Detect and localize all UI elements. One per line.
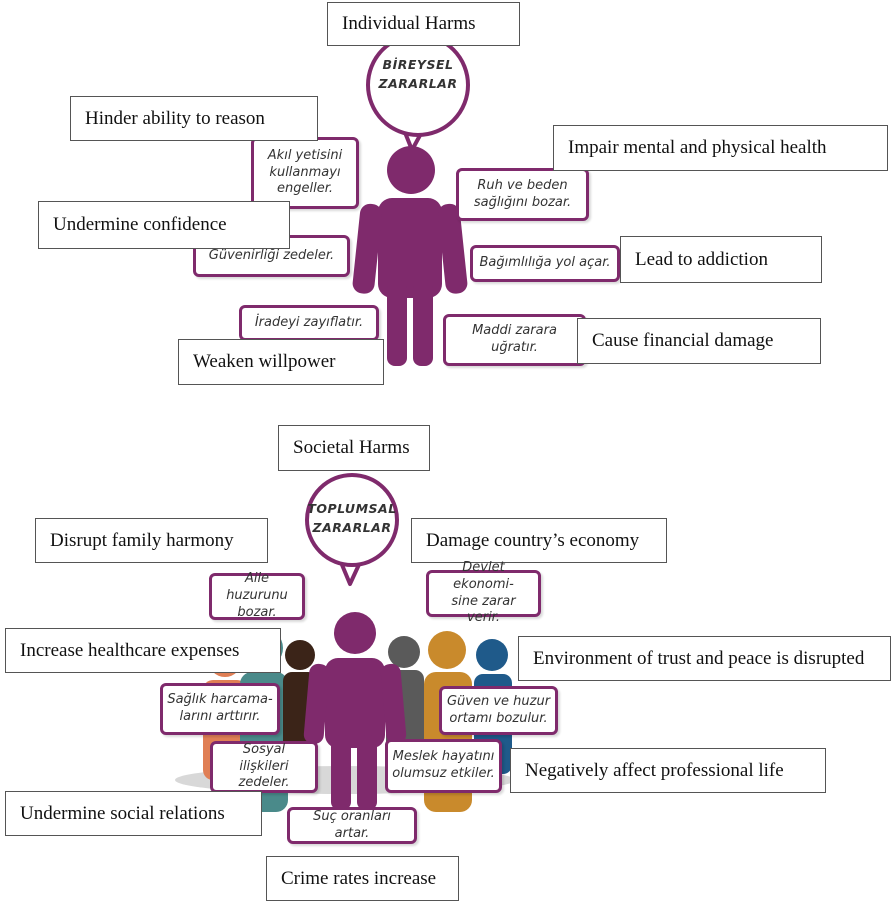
tr-addiction-box: Bağımlılığa yol açar.	[470, 245, 620, 282]
tr-line: İradeyi zayıflatır.	[254, 314, 364, 330]
en-social-label: Undermine social relations	[5, 791, 262, 836]
tr-trust-box: Güven ve huzur ortamı bozulur.	[439, 686, 558, 735]
tr-social-box: Sosyal ilişkileri zedeler.	[210, 741, 318, 793]
tr-financial-box: Maddi zarara uğratır.	[443, 314, 586, 366]
societal-bubble-text: TOPLUMSAL ZARARLAR	[302, 500, 402, 538]
en-addiction-label: Lead to addiction	[620, 236, 822, 283]
tr-family-box: Aile huzurunu bozar.	[209, 571, 305, 620]
tr-line: uğratır.	[491, 340, 538, 355]
societal-title: Societal Harms	[278, 425, 430, 471]
tr-reason-box: Akıl yetisini kullanmayı engeller.	[251, 137, 359, 209]
tr-crime-box: Suç oranları artar.	[287, 807, 417, 844]
tr-line: Akıl yetisini	[267, 147, 343, 163]
tr-health-box: Ruh ve beden sağlığını bozar.	[456, 168, 589, 221]
bubble-line: TOPLUMSAL	[307, 501, 397, 516]
tr-economy-box: Devlet ekonomi- sine zarar verir.	[426, 560, 541, 625]
individual-title: Individual Harms	[327, 2, 520, 46]
societal-person-figure	[303, 612, 407, 810]
tr-line: kullanmayı	[269, 164, 341, 180]
en-trust-label: Environment of trust and peace is disrup…	[518, 636, 891, 681]
tr-willpower-box: İradeyi zayıflatır.	[239, 305, 379, 341]
bubble-line: BİREYSEL	[382, 57, 454, 72]
tr-line: sağlığını bozar.	[473, 194, 572, 210]
en-family-label: Disrupt family harmony	[35, 518, 268, 563]
tr-line: larını arttırır.	[179, 709, 261, 724]
societal-speech-bubble	[305, 473, 399, 586]
tr-line: Bağımlılığa yol açar.	[479, 255, 611, 271]
bubble-line: ZARARLAR	[378, 75, 458, 91]
tr-line: sine zarar verir.	[451, 593, 516, 626]
en-professional-label: Negatively affect professional life	[510, 748, 826, 793]
tr-line: Devlet ekonomi-	[453, 559, 514, 592]
tr-healthcare-box: Sağlık harcama- larını arttırır.	[160, 683, 280, 735]
tr-line: Meslek hayatını	[392, 749, 495, 765]
tr-line: engeller.	[276, 181, 333, 197]
tr-line: Güven ve huzur	[446, 693, 551, 709]
tr-line: zedeler.	[238, 775, 290, 791]
tr-line: Sosyal ilişkileri	[239, 741, 289, 774]
individual-bubble-text: BİREYSEL ZARARLAR	[368, 56, 468, 94]
tr-line: Güvenirliği zedeler.	[208, 247, 335, 263]
tr-professional-box: Meslek hayatını olumsuz etkiler.	[385, 739, 502, 793]
bubble-line: ZARARLAR	[312, 519, 392, 535]
tr-line: olumsuz etkiler.	[392, 766, 495, 781]
en-willpower-label: Weaken willpower	[178, 339, 384, 385]
tr-line: Maddi zarara	[472, 323, 557, 339]
tr-line: bozar.	[237, 604, 277, 620]
tr-line: ortamı bozulur.	[449, 710, 548, 726]
en-health-label: Impair mental and physical health	[553, 125, 888, 171]
en-financial-label: Cause financial damage	[577, 318, 821, 364]
individual-person-figure	[352, 146, 468, 366]
en-reason-label: Hinder ability to reason	[70, 96, 318, 141]
en-healthcare-label: Increase healthcare expenses	[5, 628, 281, 673]
tr-line: Sağlık harcama-	[167, 692, 273, 708]
en-crime-label: Crime rates increase	[266, 856, 459, 901]
en-economy-label: Damage country’s economy	[411, 518, 667, 563]
tr-line: Suç oranları artar.	[313, 808, 391, 841]
en-confidence-label: Undermine confidence	[38, 201, 290, 249]
tr-line: Aile huzurunu	[226, 571, 288, 604]
tr-line: Ruh ve beden	[477, 177, 568, 193]
